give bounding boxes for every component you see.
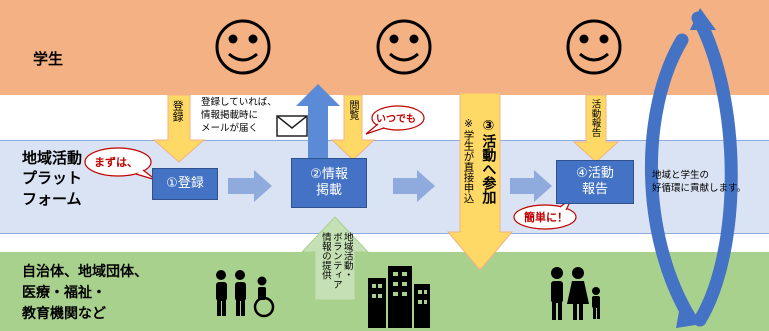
report-down-arrow	[572, 94, 620, 163]
provide-info-label: 地域活動・ ボランティア 情報の提供	[319, 232, 353, 289]
browse-arrow-label: 閲覧	[347, 100, 358, 120]
students-band	[0, 0, 769, 95]
flow-arrow	[393, 170, 435, 202]
step3-join-activity: ③活動へ参加	[480, 118, 497, 204]
platform-label: 地域活動 プラット フォーム	[22, 149, 83, 208]
callout-easy-bubble	[513, 204, 577, 230]
callout-anytime: いつでも	[376, 114, 416, 125]
step1-register-box: ①登録	[152, 168, 218, 200]
flow-arrow	[228, 170, 272, 202]
smiley-face-icon	[376, 19, 432, 75]
register-arrow-label: 登録	[171, 100, 185, 122]
callout-easy: 簡単に！	[524, 211, 568, 224]
smiley-face-icon	[566, 19, 622, 75]
report-arrow-label: 活動報告	[589, 99, 601, 137]
callout-first: まずは、	[94, 156, 138, 169]
step3-note: ※学生が直接申込	[462, 118, 475, 204]
envelope-icon	[276, 115, 308, 137]
students-label: 学生	[33, 50, 64, 68]
local-organizations-label: 自治体、地域団体、 医療・福祉・ 教育機関など	[22, 264, 148, 322]
people-wheelchair-icon	[216, 270, 275, 318]
provide-info-up-arrow	[300, 216, 370, 301]
cycle-arrows-icon	[645, 8, 738, 328]
browse-down-arrow	[330, 94, 376, 161]
buildings-icon	[368, 266, 430, 328]
smiley-face-icon	[215, 19, 271, 75]
info-up-arrow	[296, 84, 340, 158]
register-down-arrow	[152, 94, 206, 163]
callout-first-bubble	[84, 147, 152, 177]
step2-info-post-box: ②情報 掲載	[291, 158, 367, 208]
family-icon	[551, 267, 600, 320]
step4-report-box: ④活動 報告	[556, 160, 634, 204]
join-activity-arrow	[446, 92, 514, 271]
cycle-contribution-text: 地域と学生の 好循環に貢献します。	[652, 170, 747, 194]
flow-arrow	[510, 170, 552, 202]
callout-anytime-bubble	[371, 105, 425, 131]
mail-notice-text: 登録していれば、 情報掲載時に メールが届く	[201, 97, 277, 134]
